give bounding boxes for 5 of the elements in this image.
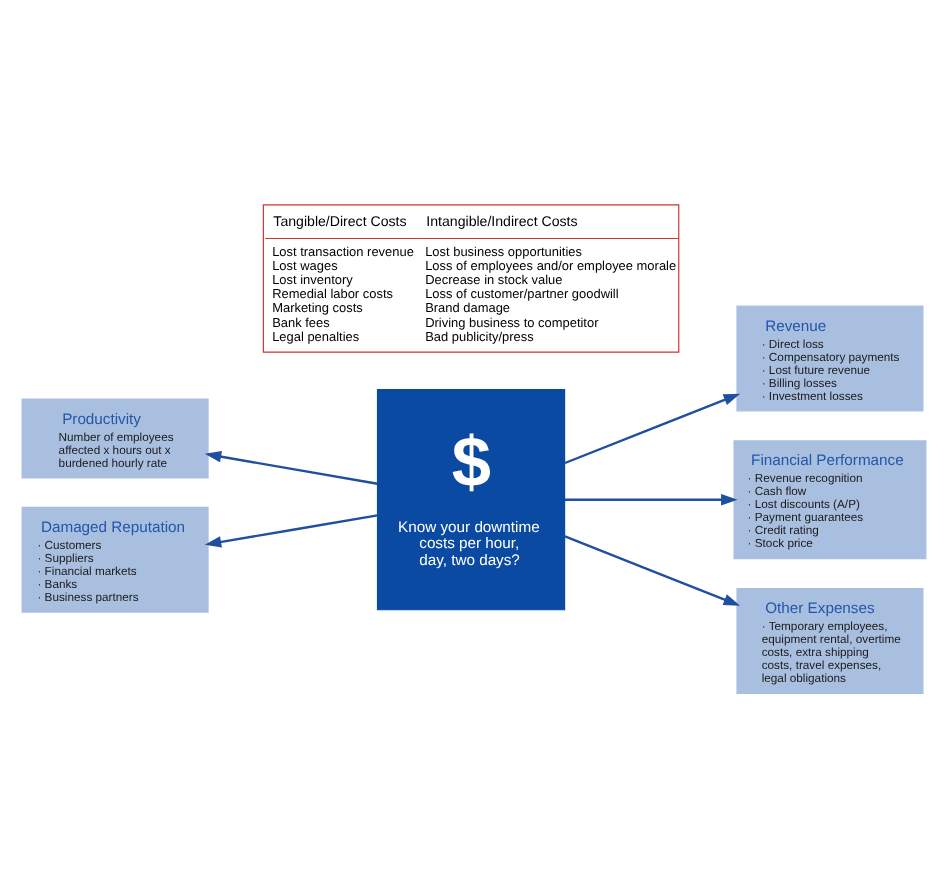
arrow <box>204 449 378 484</box>
arrow <box>565 492 738 505</box>
arrow <box>204 513 378 547</box>
arrow <box>564 534 741 605</box>
arrow <box>564 392 741 464</box>
